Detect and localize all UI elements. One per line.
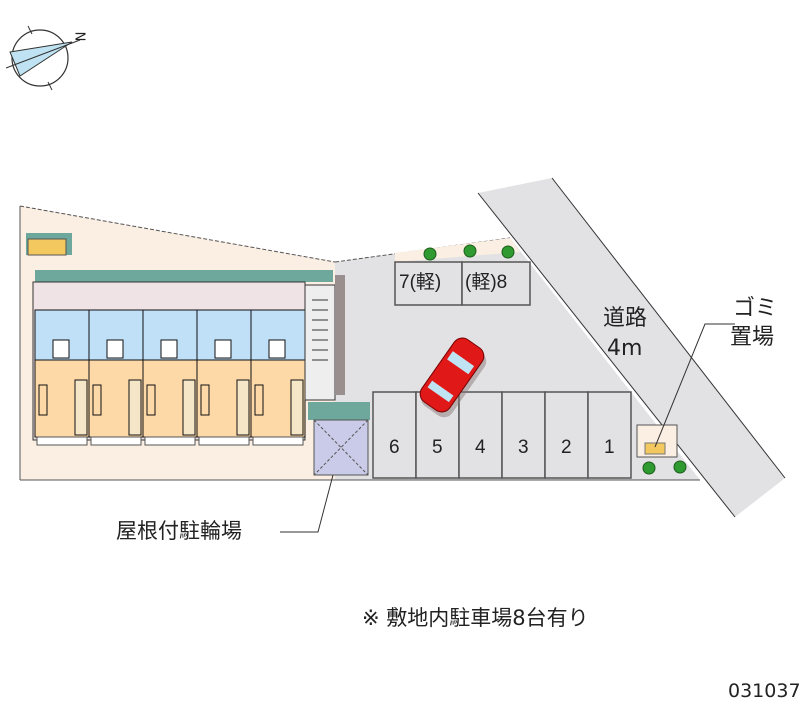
parking-space-number: 3	[518, 437, 529, 458]
staircase	[304, 284, 336, 401]
parking-space-2	[544, 391, 589, 479]
compass-icon	[5, 25, 81, 91]
parking-space-number: 2	[561, 437, 572, 458]
apartment-unit	[250, 309, 306, 446]
parking-space-7-label: 7(軽)	[399, 272, 442, 293]
parking-space-6	[372, 391, 417, 479]
apartment-unit	[196, 309, 252, 446]
parking-space-number: 1	[604, 437, 615, 458]
parking-space-number: 5	[432, 437, 443, 458]
road	[478, 178, 785, 517]
garbage-bin-icon	[644, 442, 666, 455]
road-label: 道路	[603, 306, 648, 331]
parking-note: ※ 敷地内駐車場8台有り	[362, 606, 589, 630]
garbage-label-2: 置場	[730, 325, 775, 350]
road-width: 4m	[607, 336, 643, 361]
parking-space-8	[461, 261, 531, 306]
tree-icon	[423, 244, 687, 475]
apartment-unit	[34, 309, 90, 446]
parking-space-7	[394, 261, 463, 306]
garbage-label-1: ゴミ	[733, 296, 778, 321]
apartment-unit	[142, 309, 198, 446]
parking-space-8-label: (軽)8	[465, 272, 508, 293]
bike-shelter-label: 屋根付駐輪場	[116, 519, 242, 543]
parking-space-number: 4	[475, 437, 486, 458]
parking-space-number: 6	[389, 437, 400, 458]
car-icon	[419, 337, 487, 418]
apartment-units	[34, 309, 306, 446]
apartment-unit	[88, 309, 144, 446]
parking-space-3	[501, 391, 546, 479]
bike-rack-icon	[27, 238, 67, 256]
parking-space-1	[587, 391, 632, 479]
property-code: 031037	[728, 680, 800, 702]
north-label: N	[74, 31, 90, 42]
parking-space-4	[458, 391, 503, 479]
